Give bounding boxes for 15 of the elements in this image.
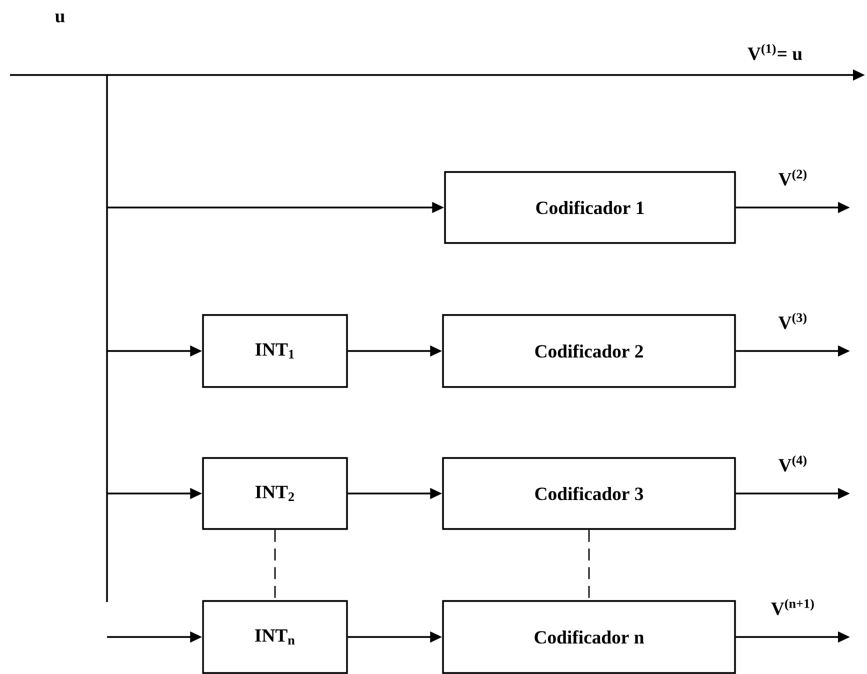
output-label: V$^{(4)}$ bbox=[778, 455, 806, 472]
output-label: V$^{(3)}$ bbox=[778, 312, 806, 330]
output-label: V$^{(n+1)}$ bbox=[771, 598, 814, 616]
block-box: Codificador 1 bbox=[444, 171, 736, 244]
signal-label: u bbox=[55, 14, 65, 22]
dashed-line bbox=[588, 530, 590, 600]
block-box: Codificador n bbox=[442, 600, 736, 674]
block-box: INT$_{1}$ bbox=[202, 314, 348, 388]
output-label: V$^{(2)}$ bbox=[778, 169, 806, 186]
dashed-line bbox=[274, 530, 276, 600]
block-box: INT$_{n}$ bbox=[202, 600, 348, 674]
signal-label: V$^{(1)}$= u bbox=[748, 44, 802, 60]
block-box: Codificador 2 bbox=[442, 314, 736, 388]
block-box: INT$_{2}$ bbox=[202, 457, 348, 530]
block-box: Codificador 3 bbox=[442, 457, 736, 530]
